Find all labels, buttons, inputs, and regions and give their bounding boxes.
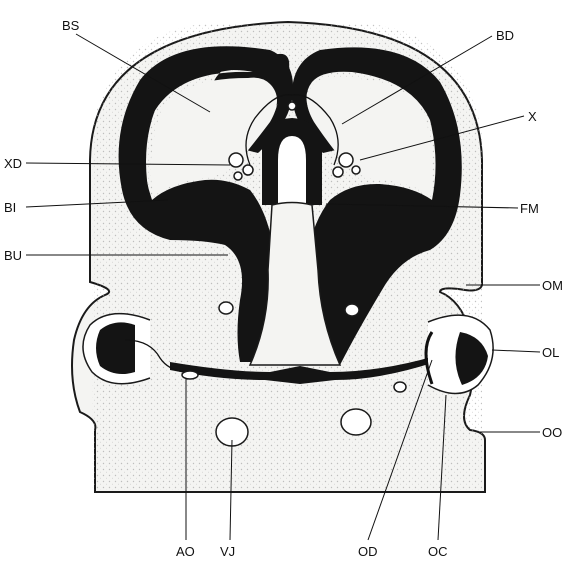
label-od: OD <box>358 544 378 559</box>
foramen-gap <box>278 136 306 205</box>
label-ao: AO <box>176 544 195 559</box>
label-oo: OO <box>542 425 562 440</box>
label-x: X <box>528 109 537 124</box>
label-om: OM <box>542 278 563 293</box>
label-vj: VJ <box>220 544 235 559</box>
vessel-right-lower <box>341 409 371 435</box>
label-xd: XD <box>4 156 22 171</box>
label-ol: OL <box>542 345 559 360</box>
vessel-left-upper <box>219 302 233 314</box>
label-bi: BI <box>4 200 16 215</box>
vessel-right-upper <box>345 304 359 316</box>
label-bu: BU <box>4 248 22 263</box>
label-bs: BS <box>62 18 80 33</box>
label-bd: BD <box>496 28 514 43</box>
vessel-small <box>394 382 406 392</box>
label-fm: FM <box>520 201 539 216</box>
label-oc: OC <box>428 544 448 559</box>
right-eye <box>426 315 493 393</box>
